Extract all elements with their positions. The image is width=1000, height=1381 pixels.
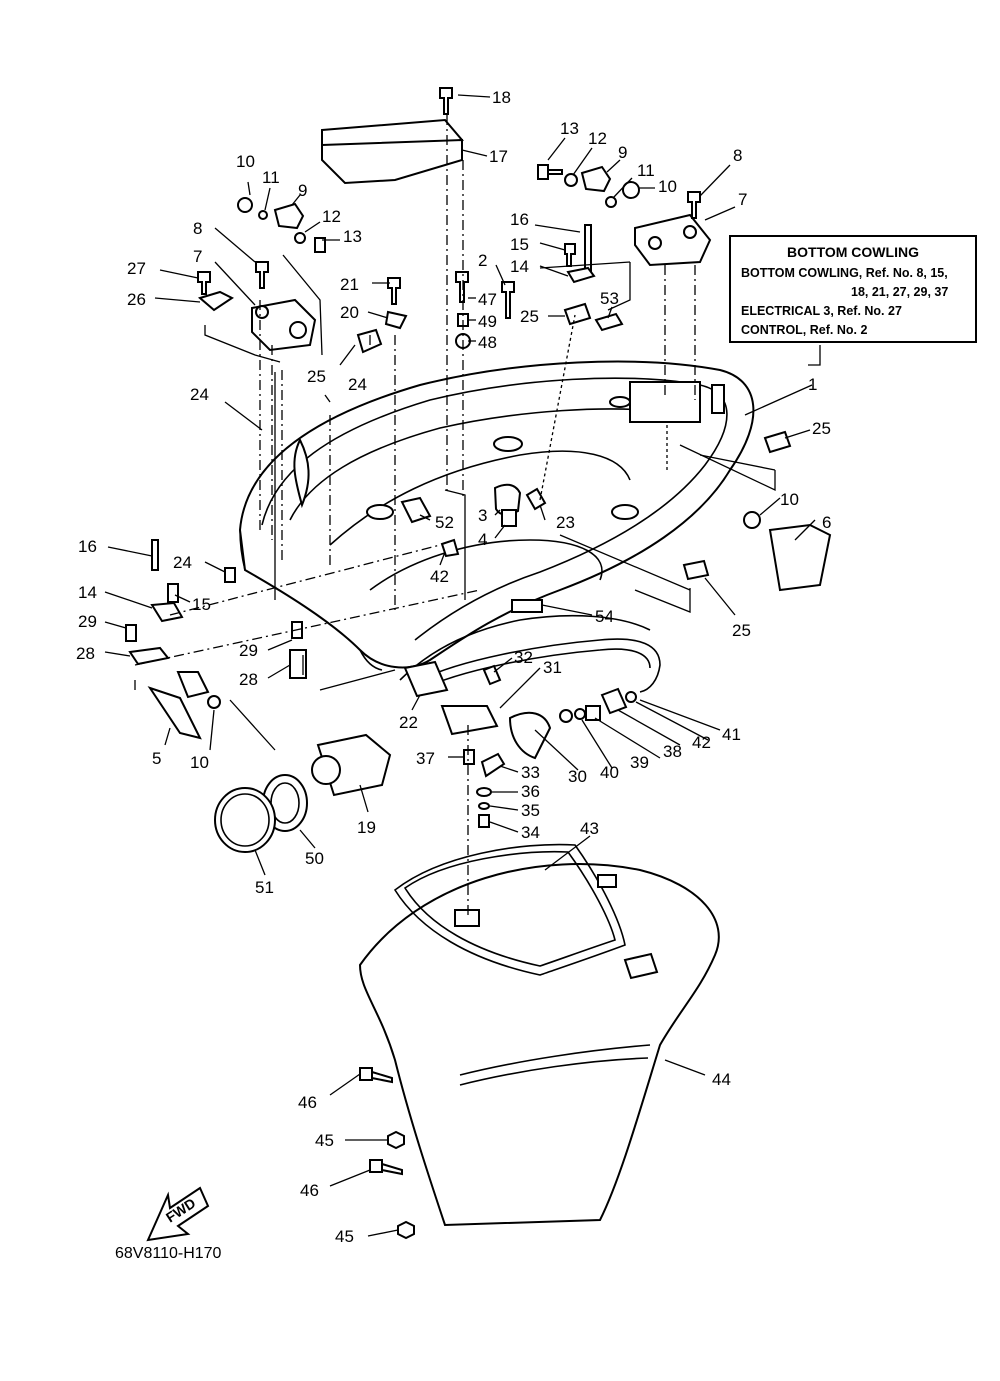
callout-label: 28 bbox=[76, 644, 95, 663]
callout-label: 50 bbox=[305, 849, 324, 868]
callout-label: 39 bbox=[630, 753, 649, 772]
bottom-cowling-tray bbox=[238, 360, 755, 681]
callout-label: 45 bbox=[335, 1227, 354, 1246]
leader-lines bbox=[104, 94, 816, 1237]
hose-assembly bbox=[403, 638, 661, 760]
callout-label: 36 bbox=[521, 782, 540, 801]
callout-label: 29 bbox=[239, 641, 258, 660]
callout-label: 47 bbox=[478, 290, 497, 309]
callout-label: 41 bbox=[722, 725, 741, 744]
callout-label: 5 bbox=[152, 749, 161, 768]
callout-label: 33 bbox=[521, 763, 540, 782]
apron-44 bbox=[358, 843, 720, 1227]
callout-label: 45 bbox=[315, 1131, 334, 1150]
callout-label: 13 bbox=[343, 227, 362, 246]
callout-label: 11 bbox=[262, 168, 280, 187]
callout-label: 12 bbox=[322, 207, 341, 226]
callout-label: 42 bbox=[430, 567, 449, 586]
callout-label: 31 bbox=[543, 658, 562, 677]
callout-label: 25 bbox=[732, 621, 751, 640]
callout-label: 46 bbox=[300, 1181, 319, 1200]
callout-label: 46 bbox=[298, 1093, 317, 1112]
callout-label: 10 bbox=[190, 753, 209, 772]
callout-label: 54 bbox=[595, 607, 614, 626]
drawing-id: 68V8110-H170 bbox=[115, 1245, 222, 1262]
callout-label: 25 bbox=[812, 419, 831, 438]
callout-label: 12 bbox=[588, 129, 607, 148]
callout-label: 28 bbox=[239, 670, 258, 689]
callout-label: 3 bbox=[478, 506, 487, 525]
callout-label: 53 bbox=[600, 289, 619, 308]
callout-label: 16 bbox=[78, 537, 97, 556]
callout-label: 43 bbox=[580, 819, 599, 838]
fwd-arrow: FWD bbox=[146, 1186, 210, 1242]
callout-label: 14 bbox=[510, 257, 529, 276]
callout-label: 48 bbox=[478, 333, 497, 352]
callout-label: 10 bbox=[658, 177, 677, 196]
callout-label: 15 bbox=[510, 235, 529, 254]
callout-label: 42 bbox=[692, 733, 711, 752]
callout-label: 15 bbox=[192, 595, 211, 614]
callout-label: 19 bbox=[357, 818, 376, 837]
callout-label: 10 bbox=[236, 152, 255, 171]
callout-label: 11 bbox=[637, 161, 655, 180]
callout-label: 14 bbox=[78, 583, 97, 602]
callout-label: 40 bbox=[600, 763, 619, 782]
callout-label: 8 bbox=[733, 146, 742, 165]
callout-label: 23 bbox=[556, 513, 575, 532]
callout-label: 6 bbox=[822, 513, 831, 532]
callout-label: 26 bbox=[127, 290, 146, 309]
callout-label: 27 bbox=[127, 259, 146, 278]
callout-label: 25 bbox=[307, 367, 326, 386]
callout-label: 24 bbox=[173, 553, 192, 572]
sleeve-parts bbox=[214, 733, 392, 853]
callout-label: 7 bbox=[193, 247, 202, 266]
reference-line: BOTTOM COWLING, Ref. No. 8, 15, bbox=[741, 266, 948, 280]
callout-label: 32 bbox=[514, 648, 533, 667]
callout-label: 17 bbox=[489, 147, 508, 166]
apron-fasteners bbox=[359, 1067, 415, 1240]
callout-label: 24 bbox=[348, 375, 367, 394]
callout-label: 16 bbox=[510, 210, 529, 229]
callout-label: 13 bbox=[560, 119, 579, 138]
reference-box: BOTTOM COWLING BOTTOM COWLING, Ref. No. … bbox=[729, 235, 977, 343]
callout-label: 38 bbox=[663, 742, 682, 761]
callout-label: 29 bbox=[78, 612, 97, 631]
callout-label: 1 bbox=[808, 375, 817, 394]
reference-line: CONTROL, Ref. No. 2 bbox=[741, 323, 868, 337]
callout-label: 4 bbox=[478, 530, 487, 549]
top-cover-17 bbox=[321, 118, 464, 185]
callout-label: 35 bbox=[521, 801, 540, 820]
callout-label: 20 bbox=[340, 303, 359, 322]
callout-label: 24 bbox=[190, 385, 209, 404]
callout-label: 22 bbox=[399, 713, 418, 732]
callout-label: 49 bbox=[478, 312, 497, 331]
grouping-brackets bbox=[134, 254, 821, 751]
hardware-items bbox=[125, 87, 832, 740]
callout-label: 44 bbox=[712, 1070, 731, 1089]
callout-label: 51 bbox=[255, 878, 274, 897]
reference-line: 18, 21, 27, 29, 37 bbox=[851, 285, 949, 299]
reference-box-title: BOTTOM COWLING bbox=[787, 244, 919, 260]
callout-label: 21 bbox=[340, 275, 359, 294]
alignment-lines bbox=[134, 115, 696, 915]
callout-label: 7 bbox=[738, 190, 747, 209]
callout-label: 18 bbox=[492, 88, 511, 107]
callout-label: 34 bbox=[521, 823, 540, 842]
reference-line: ELECTRICAL 3, Ref. No. 27 bbox=[741, 304, 902, 318]
callout-label: 52 bbox=[435, 513, 454, 532]
callout-label: 8 bbox=[193, 219, 202, 238]
callout-label: 30 bbox=[568, 767, 587, 786]
callout-label: 37 bbox=[416, 749, 435, 768]
callout-label: 10 bbox=[780, 490, 799, 509]
bracket-7-left bbox=[251, 298, 317, 352]
bracket-7-right bbox=[634, 213, 712, 267]
callout-labels: 18 17 13 12 9 8 11 10 7 10 11 9 12 13 8 … bbox=[76, 88, 831, 1246]
callout-label: 9 bbox=[618, 143, 627, 162]
callout-label: 9 bbox=[298, 181, 307, 200]
lower-hardware bbox=[463, 749, 506, 828]
callout-label: 25 bbox=[520, 307, 539, 326]
callout-label: 2 bbox=[478, 251, 487, 270]
